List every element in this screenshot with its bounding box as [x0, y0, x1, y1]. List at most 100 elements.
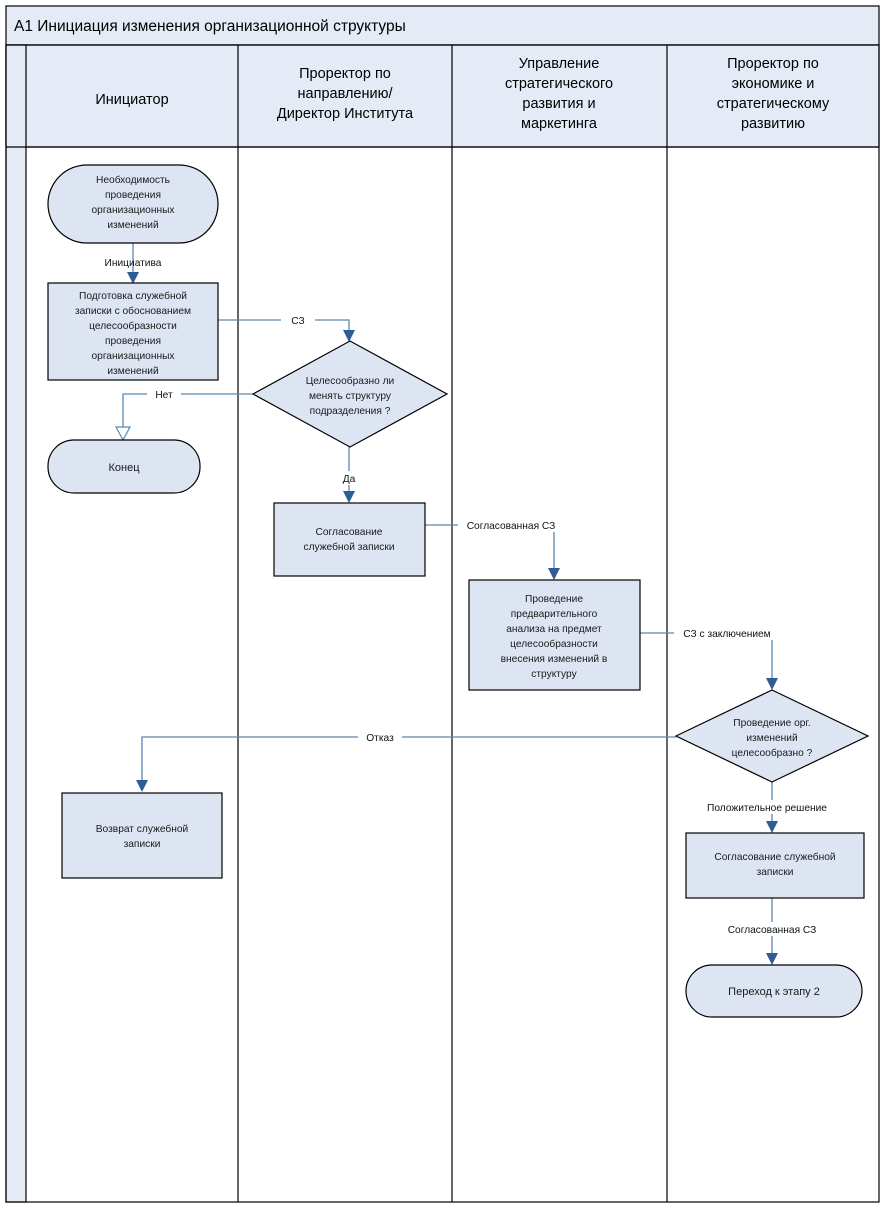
svg-text:Проректор по: Проректор по: [299, 66, 391, 82]
svg-text:Целесообразно ли: Целесообразно ли: [306, 375, 395, 387]
lane-spine-strip: [5, 44, 27, 1203]
node-end[interactable]: Конец: [47, 439, 201, 494]
svg-text:записки: записки: [124, 839, 161, 850]
page-title: A1 Инициация изменения организационной с…: [14, 18, 406, 35]
svg-text:развитию: развитию: [741, 116, 805, 132]
end-shape: [47, 439, 201, 494]
goto-stage-2-shape: [685, 964, 863, 1018]
connector-no: [122, 393, 253, 432]
svg-text:Инициатор: Инициатор: [95, 92, 168, 108]
edge-label-no: Нет: [155, 390, 173, 401]
svg-text:изменений: изменений: [746, 733, 797, 744]
svg-text:Управление: Управление: [519, 56, 600, 72]
edge-label-yes: Да: [343, 474, 356, 485]
svg-text:Конец: Конец: [108, 462, 140, 474]
node-return-memo[interactable]: Возврат служебной записки: [61, 792, 223, 879]
svg-text:Проректор по: Проректор по: [727, 56, 819, 72]
svg-text:Возврат служебной: Возврат служебной: [96, 823, 188, 835]
svg-text:организационных: организационных: [91, 205, 174, 216]
svg-text:внесения изменений в: внесения изменений в: [501, 654, 608, 665]
svg-text:структуру: структуру: [531, 669, 577, 680]
svg-text:направлению/: направлению/: [298, 86, 394, 102]
svg-text:Необходимость: Необходимость: [96, 174, 170, 186]
svg-text:Подготовка служебной: Подготовка служебной: [79, 290, 187, 302]
svg-text:Директор Института: Директор Института: [277, 106, 414, 122]
node-approve-memo-2[interactable]: Согласование служебной записки: [685, 832, 865, 899]
arrowhead-approved-memo: [548, 568, 560, 580]
node-preliminary-analysis[interactable]: Проведение предварительного анализа на п…: [468, 579, 641, 691]
svg-text:целесообразности: целесообразности: [89, 320, 177, 332]
edge-label-memo-conclusion-bg: [674, 626, 780, 640]
edge-label-memo-conclusion: СЗ с заключением: [683, 629, 770, 640]
prepare-memo-shape: [47, 282, 219, 381]
preliminary-analysis-shape: [468, 579, 641, 691]
svg-text:проведения: проведения: [105, 336, 161, 347]
edge-label-yes-bg: [336, 471, 362, 485]
svg-text:экономике и: экономике и: [732, 76, 815, 92]
edge-label-no-bg: [147, 387, 181, 401]
lane-header-band: [5, 44, 880, 148]
node-decision-org-changes[interactable]: Проведение орг. изменений целесообразно …: [674, 689, 870, 783]
lane-title-strategic-dev-marketing: Управление стратегического развития и ма…: [505, 56, 613, 132]
node-decision-change-structure[interactable]: Целесообразно ли менять структуру подраз…: [251, 340, 449, 448]
svg-text:служебной записки: служебной записки: [303, 541, 394, 553]
return-memo-shape: [61, 792, 223, 879]
approve-memo-1-shape: [273, 502, 426, 577]
svg-text:подразделения ?: подразделения ?: [310, 406, 391, 417]
edge-label-approved-memo-bg: [458, 518, 560, 532]
lane-title-initiator: Инициатор: [95, 92, 168, 108]
arrowhead-refusal: [136, 780, 148, 792]
lane-title-prorector-direction: Проректор по направлению/ Директор Инсти…: [277, 66, 414, 122]
lane-title-prorector-economics: Проректор по экономике и стратегическому…: [717, 56, 830, 132]
svg-text:маркетинга: маркетинга: [521, 116, 598, 132]
svg-text:предварительного: предварительного: [511, 609, 598, 620]
edge-label-refusal-bg: [358, 730, 402, 744]
arrowhead-approved-memo-2: [766, 953, 778, 965]
edge-label-memo-bg: [281, 313, 315, 327]
arrowhead-memo-conclusion: [766, 678, 778, 690]
svg-text:стратегического: стратегического: [505, 76, 613, 92]
svg-text:Согласование: Согласование: [316, 527, 383, 538]
decision-org-changes-shape: [674, 689, 870, 783]
svg-text:менять структуру: менять структуру: [309, 391, 392, 402]
arrowhead-positive: [766, 821, 778, 833]
svg-text:целесообразно ?: целесообразно ?: [732, 747, 813, 759]
title-bar: [5, 5, 880, 46]
node-goto-stage-2[interactable]: Переход к этапу 2: [685, 964, 863, 1018]
svg-text:проведения: проведения: [105, 190, 161, 201]
node-start-need[interactable]: Необходимость проведения организационных…: [47, 164, 219, 244]
svg-text:Проведение орг.: Проведение орг.: [733, 718, 810, 729]
edge-label-positive-bg: [687, 800, 847, 814]
connector-memo: [218, 319, 350, 334]
edge-label-approved-memo-2: Согласованная СЗ: [728, 925, 817, 936]
svg-text:развития и: развития и: [522, 96, 595, 112]
svg-text:Переход к этапу 2: Переход к этапу 2: [728, 986, 820, 998]
node-approve-memo-1[interactable]: Согласование служебной записки: [273, 502, 426, 577]
edge-label-positive: Положительное решение: [707, 803, 827, 814]
edge-label-approved-memo-2-bg: [714, 922, 830, 936]
approve-memo-2-shape: [685, 832, 865, 899]
arrowhead-yes: [343, 491, 355, 503]
decision-change-structure-shape: [251, 340, 449, 448]
arrowhead-memo: [343, 330, 355, 342]
connector-refusal: [141, 736, 676, 784]
connector-memo-conclusion: [640, 632, 773, 682]
svg-text:записки: записки: [757, 867, 794, 878]
svg-text:анализа на предмет: анализа на предмет: [506, 624, 602, 635]
node-prepare-memo[interactable]: Подготовка служебной записки с обоснован…: [47, 282, 219, 381]
svg-text:Согласование служебной: Согласование служебной: [714, 851, 835, 863]
svg-text:изменений: изменений: [107, 366, 158, 377]
svg-text:изменений: изменений: [107, 220, 158, 231]
svg-text:записки с обоснованием: записки с обоснованием: [75, 305, 191, 317]
diagram-frame: [5, 44, 880, 1203]
edge-label-approved-memo: Согласованная СЗ: [467, 521, 556, 532]
edge-label-refusal: Отказ: [366, 733, 394, 744]
svg-text:Проведение: Проведение: [525, 594, 583, 605]
svg-text:стратегическому: стратегическому: [717, 96, 830, 112]
connector-approved-memo: [425, 524, 555, 572]
start-need-shape: [47, 164, 219, 244]
svg-text:целесообразности: целесообразности: [510, 638, 598, 650]
arrowhead-initiative: [127, 272, 139, 284]
